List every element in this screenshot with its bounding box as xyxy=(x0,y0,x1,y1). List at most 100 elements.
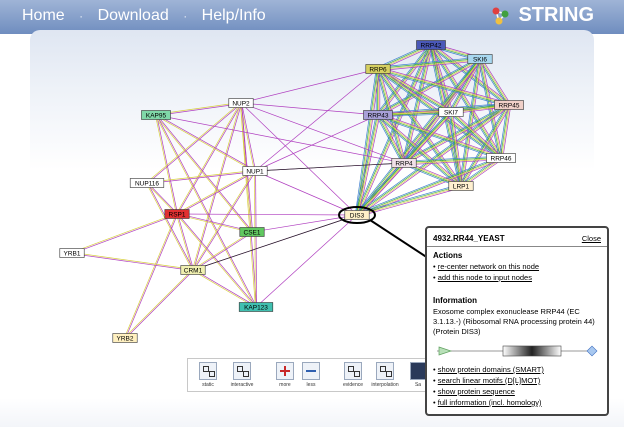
node-box xyxy=(129,178,165,188)
add-node-link[interactable]: • add this node to input nodes xyxy=(433,273,532,282)
smart-domains-label[interactable]: show protein domains (SMART) xyxy=(437,365,544,374)
recenter-network-link[interactable]: • re-center network on this node xyxy=(433,262,539,271)
interaction-edge xyxy=(254,170,358,216)
node-label: RRP46 xyxy=(491,155,512,162)
network-node-nup116[interactable]: NUP116 xyxy=(129,178,165,188)
information-heading: Information xyxy=(433,296,477,305)
interpolation-view-icon xyxy=(376,362,394,380)
linear-motifs-label[interactable]: search linear motifs (D[L]MOT) xyxy=(437,376,541,385)
network-node-rsp1[interactable]: RSP1 xyxy=(164,209,190,219)
network-node-rrp4[interactable]: RRP4 xyxy=(391,158,417,168)
interaction-edge xyxy=(376,116,461,188)
nav-separator: · xyxy=(183,9,188,23)
toolbar-evidence[interactable]: evidence xyxy=(340,362,366,388)
interaction-edge xyxy=(403,155,501,162)
main-nav: Home · Download · Help/Info xyxy=(22,7,266,25)
interaction-edge xyxy=(146,183,193,271)
network-node-cse1[interactable]: CSE1 xyxy=(239,227,265,237)
toolbar-less-label: less xyxy=(306,382,316,388)
node-label: KAP95 xyxy=(146,112,167,119)
string-logo[interactable]: STRING xyxy=(490,4,594,27)
interaction-edge xyxy=(192,231,252,270)
network-node-yrb2[interactable]: YRB2 xyxy=(112,333,138,343)
interaction-edge xyxy=(240,102,379,116)
popup-close-link[interactable]: Close xyxy=(581,234,601,243)
network-node-nup1[interactable]: NUP1 xyxy=(242,166,268,176)
interaction-edge xyxy=(176,214,256,308)
toolbar-more[interactable]: more xyxy=(274,362,296,388)
nav-help-link[interactable]: Help/Info xyxy=(201,7,266,24)
network-node-rrp42[interactable]: RRP42 xyxy=(416,40,446,50)
interaction-edge xyxy=(451,110,503,157)
node-box xyxy=(494,100,524,110)
node-box xyxy=(112,333,138,343)
protein-description: Exosome complex exonuclease RRP44 (EC 3.… xyxy=(433,307,595,336)
interaction-edge xyxy=(480,58,510,105)
protein-domain-bar[interactable] xyxy=(435,344,601,358)
interaction-edge xyxy=(377,115,501,159)
interaction-edge xyxy=(176,214,193,271)
toolbar-interpolation-label: interpolation xyxy=(371,382,399,388)
toolbar-less[interactable]: less xyxy=(300,362,322,388)
interaction-edge xyxy=(403,157,501,163)
evidence-view-icon xyxy=(344,362,362,380)
interaction-edge xyxy=(479,59,509,106)
network-node-rrp6[interactable]: RRP6 xyxy=(365,64,391,74)
toolbar-interactive[interactable]: interactive xyxy=(226,362,258,388)
node-label: NUP2 xyxy=(232,100,250,107)
interaction-edge xyxy=(356,58,480,215)
nav-home-link[interactable]: Home xyxy=(22,7,65,24)
toolbar-static[interactable]: static xyxy=(194,362,222,388)
interaction-edge xyxy=(354,114,377,215)
interaction-edge xyxy=(176,102,241,214)
network-node-ski6[interactable]: SKI6 xyxy=(467,54,493,64)
interaction-edge xyxy=(404,159,502,166)
add-node-label[interactable]: add this node to input nodes xyxy=(437,273,532,282)
toolbar-interpolation[interactable]: interpolation xyxy=(370,362,400,388)
protein-sequence-link[interactable]: • show protein sequence xyxy=(433,387,515,396)
network-node-rrp46[interactable]: RRP46 xyxy=(486,153,516,163)
nav-download-link[interactable]: Download xyxy=(97,7,169,24)
selected-node-highlight xyxy=(338,206,376,224)
node-label: RRP43 xyxy=(368,112,389,119)
network-node-lrp1[interactable]: LRP1 xyxy=(448,181,474,191)
node-box xyxy=(448,181,474,191)
interaction-edge xyxy=(155,114,405,164)
interaction-edge xyxy=(255,170,257,307)
node-box xyxy=(391,158,417,168)
node-label: LRP1 xyxy=(453,183,470,190)
interaction-edge xyxy=(155,115,252,233)
interaction-edge xyxy=(378,60,482,117)
smart-domains-link[interactable]: • show protein domains (SMART) xyxy=(433,365,544,374)
recenter-network-label[interactable]: re-center network on this node xyxy=(437,262,540,271)
node-label: RRP4 xyxy=(395,160,413,167)
node-label: NUP116 xyxy=(135,180,159,187)
interaction-edge xyxy=(378,67,453,111)
full-information-label[interactable]: full information (incl. homology) xyxy=(437,398,542,407)
interaction-edge xyxy=(355,57,479,215)
interactive-network-icon xyxy=(233,362,251,380)
network-node-kap123[interactable]: KAP123 xyxy=(238,302,274,312)
interaction-edge xyxy=(193,171,256,271)
network-node-nup2[interactable]: NUP2 xyxy=(228,98,254,108)
protein-sequence-label[interactable]: show protein sequence xyxy=(437,387,515,396)
network-node-kap95[interactable]: KAP95 xyxy=(141,110,171,120)
network-node-dis3[interactable]: DIS3 xyxy=(344,210,370,220)
network-node-crm1[interactable]: CRM1 xyxy=(180,265,206,275)
linear-motifs-link[interactable]: • search linear motifs (D[L]MOT) xyxy=(433,376,540,385)
interaction-edge xyxy=(155,115,255,172)
interaction-edge xyxy=(156,114,256,171)
full-information-link[interactable]: • full information (incl. homology) xyxy=(433,398,542,407)
network-node-yrb1[interactable]: YRB1 xyxy=(59,248,85,258)
toolbar-save[interactable]: Sa xyxy=(410,362,428,388)
network-node-ski7[interactable]: SKI7 xyxy=(438,107,464,117)
interaction-edge xyxy=(481,57,511,105)
node-label: YRB1 xyxy=(64,250,81,257)
network-node-rrp43[interactable]: RRP43 xyxy=(363,110,393,120)
network-node-rrp45[interactable]: RRP45 xyxy=(494,100,524,110)
interaction-edge xyxy=(177,213,194,270)
interaction-edge xyxy=(377,115,461,187)
node-label: RRP42 xyxy=(421,42,442,49)
interaction-edge xyxy=(376,57,480,114)
